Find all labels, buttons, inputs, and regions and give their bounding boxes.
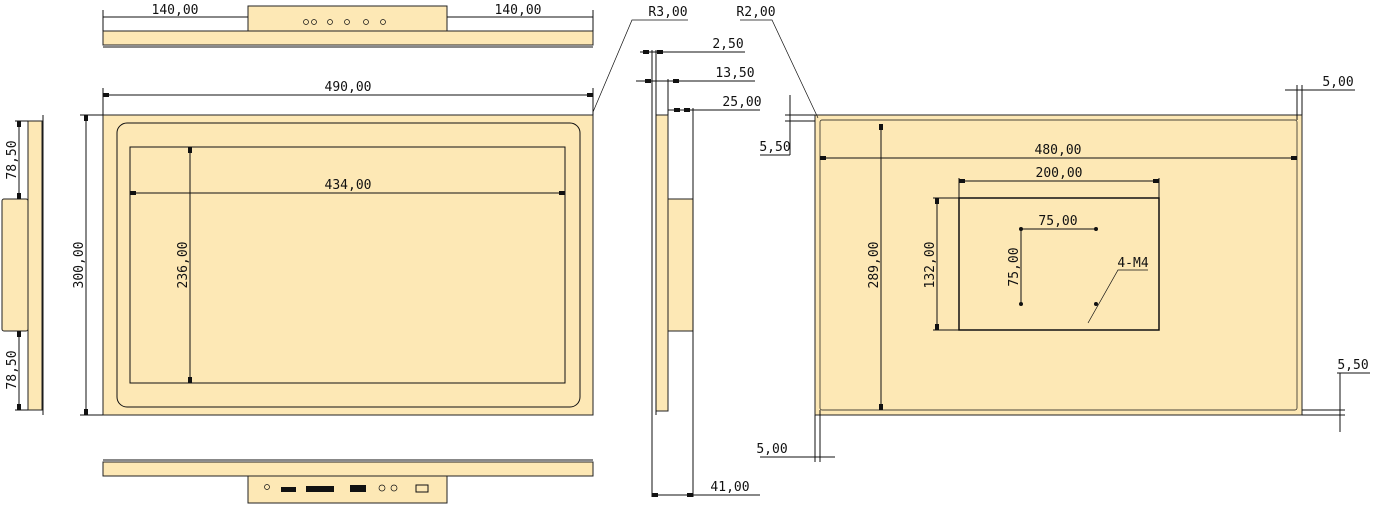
audio-out-icon	[390, 484, 398, 492]
drawing-shape	[103, 93, 109, 97]
dim-back-bottom-margin: 5,50	[1337, 358, 1368, 373]
dim-vesa-vertical: 75,00	[1007, 247, 1022, 286]
bottom-connector-panel	[247, 475, 448, 504]
dim-top-right-offset: 140,00	[495, 3, 542, 18]
dim-left-bottom-offset: 78,50	[5, 350, 20, 389]
drawing-element	[380, 19, 386, 25]
drawing-shape	[1291, 156, 1297, 160]
dimension-line	[740, 19, 819, 119]
drawing-element	[303, 19, 309, 25]
dim-back-right-margin: 5,00	[1322, 75, 1353, 90]
drawing-element	[344, 19, 350, 25]
dvi-port-icon	[306, 486, 334, 492]
dim-front-height: 300,00	[72, 242, 87, 289]
dim-active-width: 434,00	[325, 178, 372, 193]
dim-back-left-margin: 5,00	[756, 442, 787, 457]
left-view-box	[1, 198, 29, 332]
drawing-element	[311, 19, 317, 25]
back-box	[958, 197, 1160, 331]
dim-back-inner-height: 289,00	[867, 242, 882, 289]
drawing-shape	[17, 121, 21, 127]
front-inner-bezel	[116, 122, 581, 408]
dim-top-left-offset: 140,00	[152, 3, 199, 18]
drawing-shape	[587, 93, 593, 97]
usb-port-icon	[415, 484, 429, 493]
top-connector-panel	[247, 5, 448, 32]
dimension-line	[592, 19, 688, 113]
dim-body-depth: 25,00	[722, 95, 761, 110]
drawing-shape	[130, 191, 136, 195]
screw-hole-icon	[1094, 302, 1098, 306]
hdmi-port-icon	[281, 487, 296, 492]
dim-back-top-margin: 5,50	[759, 140, 790, 155]
drawing-shape	[84, 115, 88, 121]
drawing-shape	[959, 179, 965, 183]
bottom-view	[102, 459, 594, 504]
dim-box-width: 200,00	[1036, 166, 1083, 181]
top-view-body	[102, 30, 594, 46]
dim-total-depth: 41,00	[710, 480, 749, 495]
front-view: 490,00 434,00 236,00 300,00 R3,00	[72, 5, 688, 416]
side-view: 2,50 13,50 25,00 41,00	[636, 37, 762, 497]
front-bezel	[102, 114, 594, 416]
drawing-shape	[643, 50, 649, 54]
drawing-shape	[1153, 179, 1159, 183]
audio-in-icon	[378, 484, 386, 492]
drawing-shape	[645, 79, 651, 83]
drawing-shape	[17, 193, 21, 199]
drawing-shape	[188, 147, 192, 153]
dim-active-height: 236,00	[176, 242, 191, 289]
drawing-element	[363, 19, 369, 25]
vga-port-icon	[350, 485, 366, 492]
dim-front-corner-radius: R3,00	[648, 5, 687, 20]
dimension-line	[1087, 269, 1148, 324]
drawing-shape	[17, 331, 21, 337]
back-view: R2,00 5,50 5,00 5,50 5,00 480,00 289,00 …	[736, 5, 1370, 462]
dim-bezel-depth: 13,50	[715, 66, 754, 81]
dim-back-corner-radius: R2,00	[736, 5, 775, 20]
side-view-body	[655, 114, 669, 412]
drawing-shape	[819, 119, 1298, 411]
back-panel	[814, 114, 1303, 416]
drawing-shape	[657, 50, 663, 54]
dim-box-height: 132,00	[923, 242, 938, 289]
left-view: 78,50 78,50	[1, 115, 44, 415]
screw-callout: 4-M4	[1117, 256, 1148, 271]
indicator-leds	[303, 19, 386, 25]
dim-front-width: 490,00	[325, 80, 372, 95]
drawing-shape	[684, 108, 690, 112]
drawing-shape	[559, 191, 565, 195]
drawing-shape	[188, 377, 192, 383]
drawing-shape	[17, 404, 21, 410]
drawing-shape	[652, 493, 658, 497]
io-connectors	[264, 484, 429, 493]
left-view-body	[27, 120, 43, 411]
drawing-shape	[674, 108, 680, 112]
dim-vesa-horizontal: 75,00	[1038, 214, 1077, 229]
dim-front-thickness: 2,50	[712, 37, 743, 52]
drawing-shape	[84, 409, 88, 415]
drawing-shape	[687, 493, 693, 497]
side-view-box	[667, 198, 694, 332]
top-view: 140,00 140,00	[102, 3, 594, 48]
drawing-shape	[879, 124, 883, 130]
active-area	[129, 146, 566, 384]
drawing-element	[327, 19, 333, 25]
drawing-shape	[673, 79, 679, 83]
drawing-shape	[820, 156, 826, 160]
drawing-shape	[935, 198, 939, 204]
bottom-view-body	[102, 461, 594, 477]
dim-back-inner-width: 480,00	[1035, 143, 1082, 158]
dim-left-top-offset: 78,50	[5, 140, 20, 179]
drawing-shape	[935, 324, 939, 330]
drawing-shape	[879, 404, 883, 410]
dc-jack-icon	[264, 484, 270, 490]
